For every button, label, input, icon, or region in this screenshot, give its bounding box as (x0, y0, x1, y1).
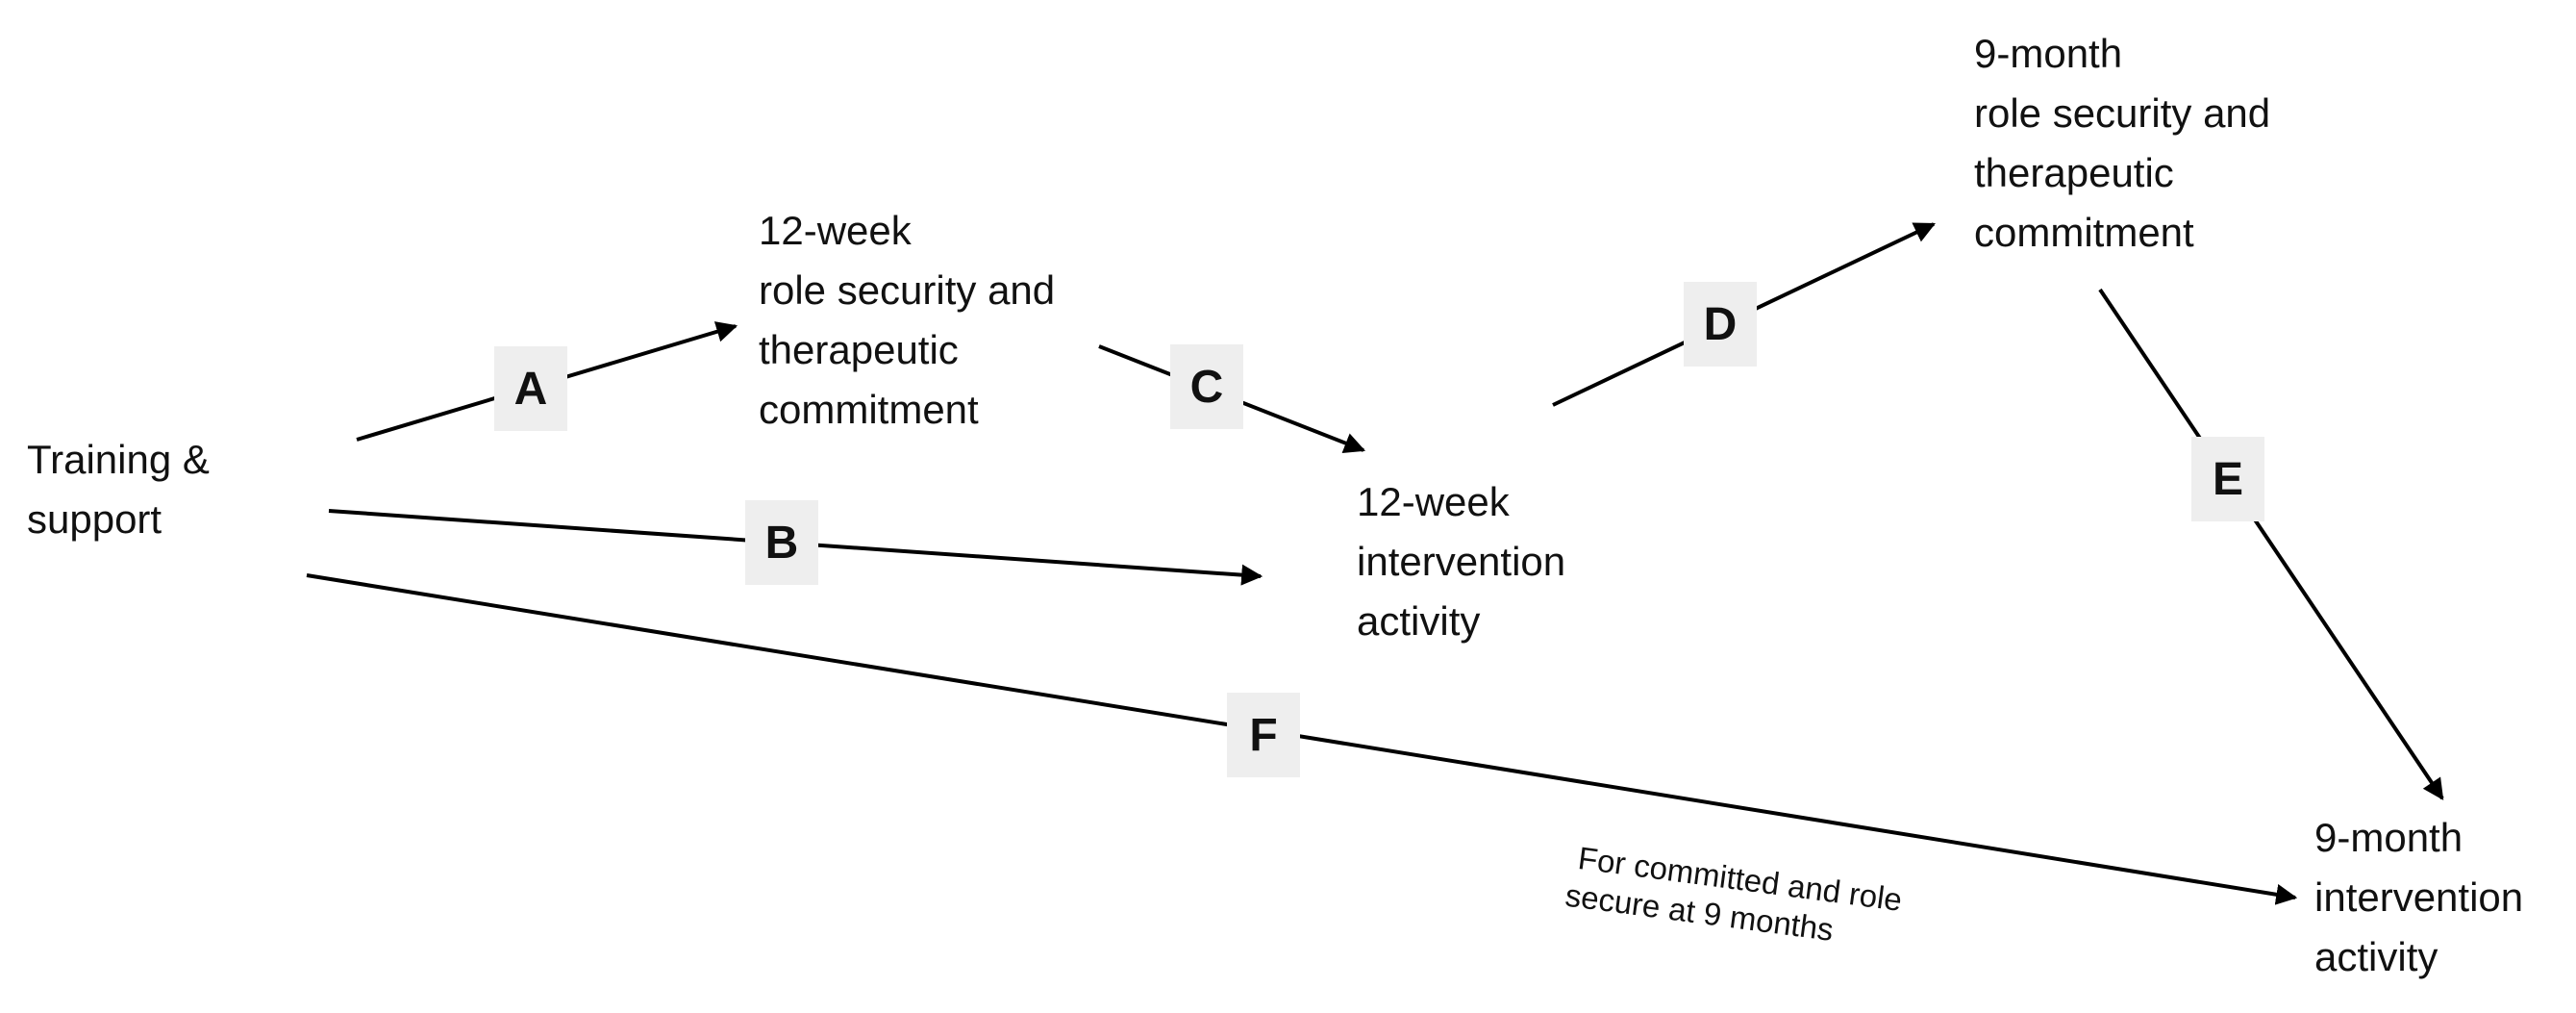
path-label-b: B (745, 500, 818, 585)
arrow-e (2098, 288, 2444, 800)
path-label-e: E (2191, 437, 2264, 521)
node-ia9-line-3: activity (2314, 934, 2438, 979)
node-rs9-line-3: therapeutic (1974, 150, 2174, 195)
path-label-c: C (1170, 344, 1243, 429)
node-12week-intervention-activity: 12-week intervention activity (1357, 472, 1565, 651)
node-rs12-line-4: commitment (759, 387, 979, 432)
arrow-f (306, 573, 2298, 905)
node-rs9-line-1: 9-month (1974, 31, 2123, 76)
node-ia9-line-2: intervention (2314, 874, 2524, 920)
node-ia12-line-1: 12-week (1357, 479, 1510, 524)
node-9month-intervention-activity: 9-month intervention activity (2314, 808, 2523, 987)
node-training-line-1: Training & (27, 437, 210, 482)
node-training-line-2: support (27, 496, 163, 542)
node-training-support: Training & support (27, 430, 210, 549)
node-12week-role-security: 12-week role security and therapeutic co… (759, 201, 1055, 440)
node-rs12-line-2: role security and (759, 267, 1056, 313)
path-label-f: F (1227, 693, 1300, 777)
path-label-a: A (494, 346, 567, 431)
node-rs12-line-1: 12-week (759, 208, 912, 253)
node-ia9-line-1: 9-month (2314, 815, 2463, 860)
node-ia12-line-3: activity (1357, 598, 1481, 644)
path-label-d: D (1684, 282, 1757, 367)
node-rs12-line-3: therapeutic (759, 327, 959, 372)
node-9month-role-security: 9-month role security and therapeutic co… (1974, 24, 2270, 263)
node-rs9-line-4: commitment (1974, 210, 2194, 255)
node-rs9-line-2: role security and (1974, 90, 2271, 136)
node-ia12-line-2: intervention (1357, 539, 1566, 584)
